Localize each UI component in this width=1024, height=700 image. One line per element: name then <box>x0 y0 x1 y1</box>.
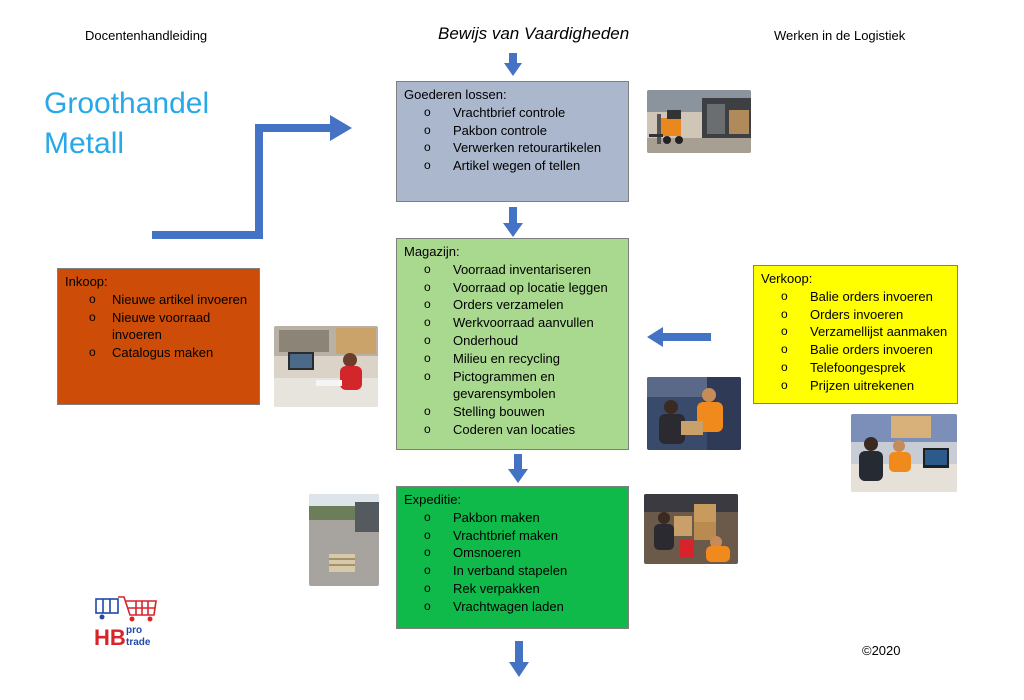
logo-trade-text: trade <box>126 637 151 648</box>
list-item: Vrachtwagen laden <box>404 598 621 616</box>
magazijn-title: Magazijn: <box>404 244 460 259</box>
header-right: Werken in de Logistiek <box>774 28 906 43</box>
left-arrow-verkoop <box>647 327 711 347</box>
list-item: Rek verpakken <box>404 580 621 598</box>
list-item: Telefoongesprek <box>761 359 950 377</box>
list-item: Pictogrammen en gevarensymbolen <box>404 368 621 404</box>
list-item: Artikel wegen of tellen <box>404 157 621 175</box>
expeditie-box: Expeditie: Pakbon maken Vrachtbrief make… <box>396 486 629 629</box>
list-item: Prijzen uitrekenen <box>761 377 950 395</box>
down-arrow-3 <box>508 454 528 483</box>
list-item: Omsnoeren <box>404 544 621 562</box>
list-item: Verwerken retourartikelen <box>404 139 621 157</box>
header-left: Docentenhandleiding <box>85 28 208 43</box>
list-item: Balie orders invoeren <box>761 288 950 306</box>
list-item: Balie orders invoeren <box>761 341 950 359</box>
list-item: Nieuwe voorraad invoeren <box>65 309 252 345</box>
list-item: Pakbon controle <box>404 122 621 140</box>
list-item: In verband stapelen <box>404 562 621 580</box>
office-photo <box>274 326 378 407</box>
list-item: Nieuwe artikel invoeren <box>65 291 252 309</box>
company-name-line1: Groothandel <box>44 87 210 120</box>
hb-pro-trade-logo: HB pro trade <box>92 593 162 653</box>
list-item: Milieu en recycling <box>404 350 621 368</box>
warehouse-workers-photo <box>647 377 741 450</box>
expeditie-title: Expeditie: <box>404 492 462 507</box>
list-item: Voorraad inventariseren <box>404 261 621 279</box>
list-item: Vrachtbrief controle <box>404 104 621 122</box>
magazijn-box: Magazijn: Voorraad inventariseren Voorra… <box>396 238 629 450</box>
logo-hb-text: HB <box>94 625 126 650</box>
list-item: Onderhoud <box>404 332 621 350</box>
list-item: Verzamellijst aanmaken <box>761 323 950 341</box>
list-item: Voorraad op locatie leggen <box>404 279 621 297</box>
down-arrow-bottom <box>509 641 529 677</box>
packing-photo <box>644 494 738 564</box>
company-name-line2: Metall <box>44 127 125 160</box>
list-item: Coderen van locaties <box>404 421 621 439</box>
page-title: Bewijs van Vaardigheden <box>438 24 630 43</box>
list-item: Catalogus maken <box>65 344 252 362</box>
list-item: Stelling bouwen <box>404 403 621 421</box>
copyright-text: ©2020 <box>862 643 901 658</box>
list-item: Orders verzamelen <box>404 296 621 314</box>
goederen-title: Goederen lossen: <box>404 87 507 102</box>
elbow-arrow <box>152 115 352 239</box>
loading-area-photo <box>309 494 379 586</box>
verkoop-box: Verkoop: Balie orders invoeren Orders in… <box>753 265 958 404</box>
list-item: Orders invoeren <box>761 306 950 324</box>
company-name: Groothandel Metall <box>44 84 209 164</box>
list-item: Pakbon maken <box>404 509 621 527</box>
list-item: Vrachtbrief maken <box>404 527 621 545</box>
goederen-lossen-box: Goederen lossen: Vrachtbrief controle Pa… <box>396 81 629 202</box>
logo-pro-text: pro <box>126 625 142 636</box>
down-arrow-2 <box>503 207 523 237</box>
inkoop-box: Inkoop: Nieuwe artikel invoeren Nieuwe v… <box>57 268 260 405</box>
inkoop-title: Inkoop: <box>65 274 108 289</box>
verkoop-title: Verkoop: <box>761 271 813 286</box>
forklift-photo <box>647 90 751 153</box>
down-arrow-top <box>504 53 522 76</box>
office-workers-photo <box>851 414 957 492</box>
list-item: Werkvoorraad aanvullen <box>404 314 621 332</box>
